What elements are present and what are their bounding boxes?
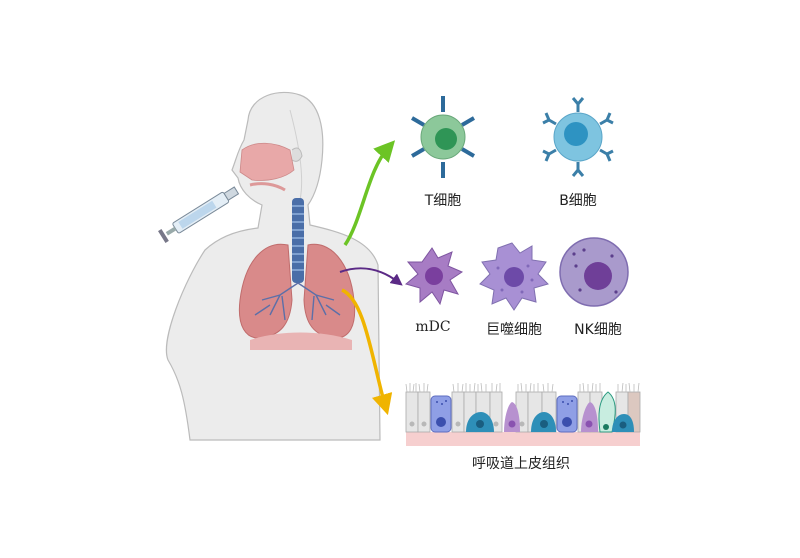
arrow-to-myeloid-cells	[339, 267, 403, 286]
t-cell-icon	[410, 96, 476, 178]
macrophage-icon	[479, 242, 549, 311]
t-cell-label: T细胞	[424, 193, 462, 209]
lungs	[238, 243, 356, 350]
b-cell-label: B细胞	[559, 193, 597, 209]
human-body	[158, 91, 381, 441]
trachea	[292, 198, 304, 283]
b-cell-icon	[542, 97, 614, 177]
respiratory-epithelium-icon	[405, 382, 641, 446]
nk-cell-label: NK细胞	[574, 322, 622, 338]
mdc-label: mDC	[415, 319, 451, 335]
arrow-to-lymphocytes	[343, 140, 396, 246]
nk-cell-icon	[559, 237, 629, 307]
nasal-spray-syringe-icon	[158, 186, 240, 243]
epithelium-label: 呼吸道上皮组织	[472, 456, 570, 472]
macrophage-label: 巨噬细胞	[486, 322, 542, 338]
dendritic-cell-icon	[404, 247, 464, 306]
arrow-to-epithelium	[341, 288, 393, 416]
